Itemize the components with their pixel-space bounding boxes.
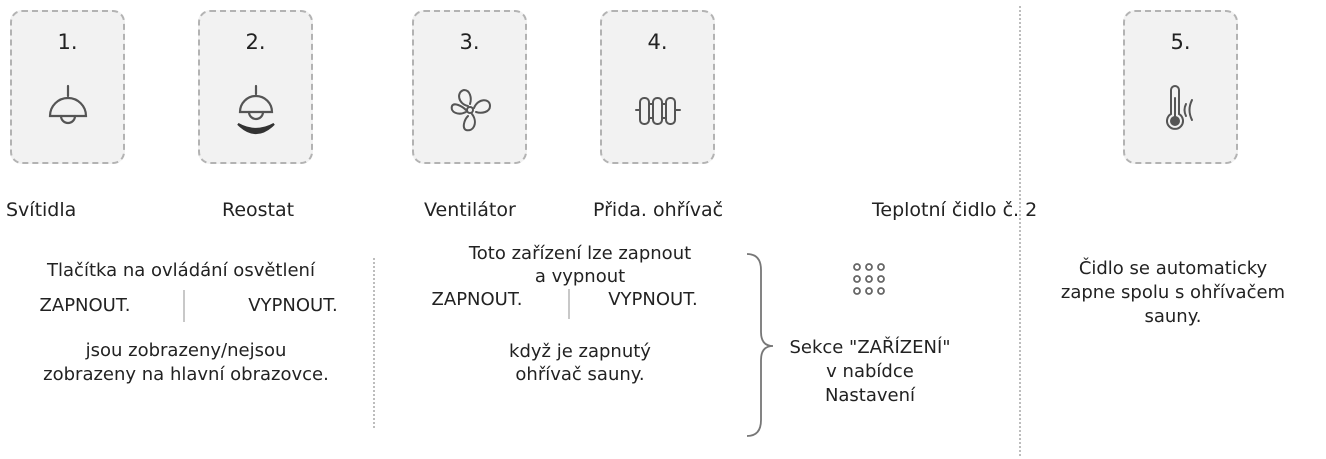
grid-menu-icon <box>852 262 886 300</box>
section-divider <box>373 258 375 428</box>
device-tile-temperature-sensor: 5. <box>1123 10 1238 164</box>
device-tile-lights: 1. <box>10 10 125 164</box>
section-divider <box>1019 6 1021 456</box>
device-label-temperature-sensor: Teplotní čidlo č. 2 <box>872 199 1038 221</box>
sensor-note-line3: sauny. <box>1144 306 1202 327</box>
curly-brace <box>746 253 774 437</box>
on-off-divider <box>568 289 570 319</box>
device-label-heater: Přida. ohřívač <box>593 199 724 221</box>
lighting-note-line1: Tlačítka na ovládání osvětlení <box>47 260 315 281</box>
sensor-note-line2: zapne spolu s ohřívačem <box>1060 282 1286 303</box>
device-label-fan: Ventilátor <box>424 199 516 221</box>
lighting-off-text: VYPNOUT. <box>248 295 338 316</box>
temperature-sensor-icon <box>1155 84 1207 140</box>
sensor-note-line1: Čidlo se automaticky <box>1078 258 1268 279</box>
device-number: 5. <box>1170 30 1191 54</box>
device-on-text: ZAPNOUT. <box>431 289 523 310</box>
fan-icon <box>444 84 496 140</box>
settings-section-line2: v nabídce <box>826 361 914 382</box>
device-label-dimmer: Reostat <box>222 199 295 221</box>
device-off-text: VYPNOUT. <box>608 289 698 310</box>
on-off-divider <box>183 290 185 322</box>
device-note-line1: Toto zařízení lze zapnout <box>468 243 692 264</box>
device-tile-fan: 3. <box>412 10 527 164</box>
lighting-note-line2: jsou zobrazeny/nejsou <box>85 340 287 361</box>
lighting-on-text: ZAPNOUT. <box>39 295 131 316</box>
device-number: 1. <box>57 30 78 54</box>
device-tile-heater: 4. <box>600 10 715 164</box>
device-note-line4: ohřívač sauny. <box>515 364 645 385</box>
device-number: 4. <box>647 30 668 54</box>
device-tile-dimmer: 2. <box>198 10 313 164</box>
device-label-lights: Svítidla <box>6 199 77 221</box>
settings-section-line3: Nastavení <box>824 385 916 406</box>
device-number: 2. <box>245 30 266 54</box>
settings-section-line1: Sekce "ZAŘÍZENÍ" <box>789 337 951 358</box>
dimmer-lamp-icon <box>228 84 284 144</box>
lighting-note-line3: zobrazeny na hlavní obrazovce. <box>43 364 329 385</box>
ceiling-lamp-icon <box>44 84 92 136</box>
device-note-line2: a vypnout <box>534 266 626 287</box>
device-number: 3. <box>459 30 480 54</box>
device-note-line3: když je zapnutý <box>509 341 651 362</box>
heater-icon <box>632 84 684 140</box>
